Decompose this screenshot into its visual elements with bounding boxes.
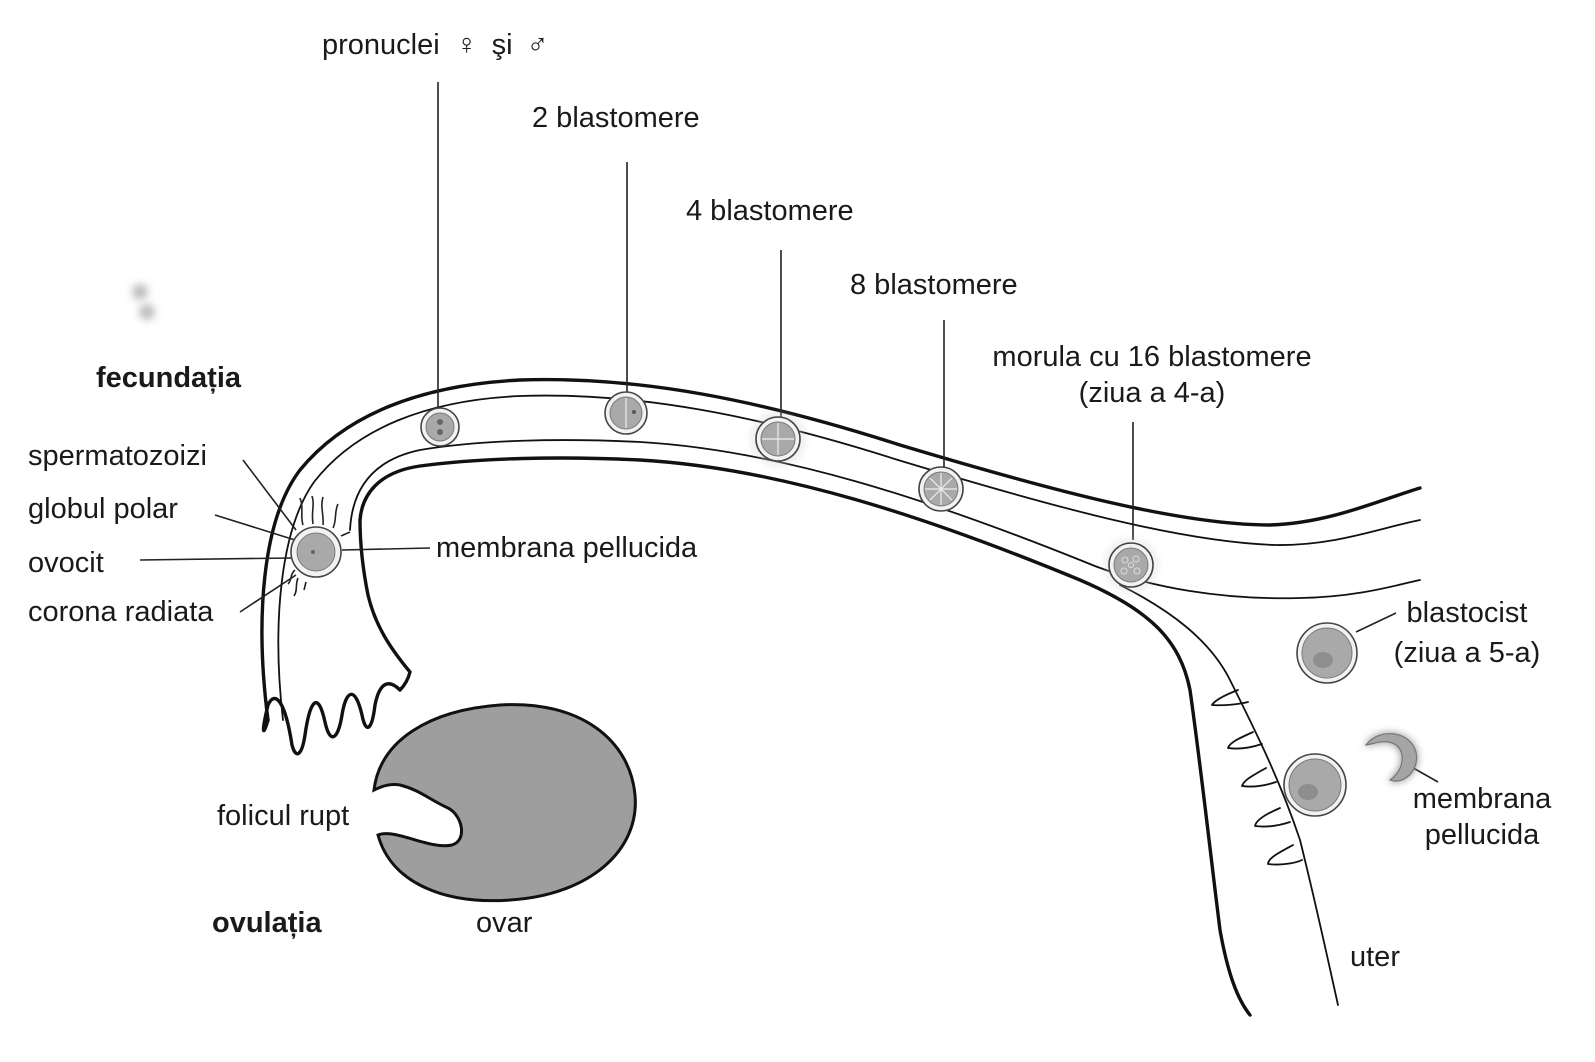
cell-implanting-blastocyst <box>1283 753 1347 817</box>
tube-inner-wall <box>358 456 1252 1017</box>
fallopian-tube <box>260 377 1422 1017</box>
label-spermatozoizi: spermatozoizi <box>28 440 207 472</box>
uterus-wall <box>1119 584 1339 1006</box>
label-globul-polar: globul polar <box>28 493 178 525</box>
cell-pronuclei <box>420 407 460 447</box>
ovary <box>372 703 637 903</box>
tube-outer-wall-inner <box>277 394 1421 721</box>
cell-8-blastomeres <box>918 466 964 512</box>
fimbriae <box>261 518 412 756</box>
leader-lines <box>139 82 1439 783</box>
shed-zona-pellucida <box>1364 732 1418 782</box>
label-4-blastomeres: 4 blastomere <box>686 195 854 227</box>
label-uter: uter <box>1350 941 1400 973</box>
label-ovar: ovar <box>476 907 533 939</box>
label-membrana-pellucida-left: membrana pellucida <box>436 532 698 564</box>
label-corona-radiata: corona radiata <box>28 596 214 628</box>
tube-outer-wall <box>260 377 1422 722</box>
label-8-blastomeres: 8 blastomere <box>850 269 1018 301</box>
label-ovulatia: ovulația <box>212 907 322 939</box>
label-morula-line1: morula cu 16 blastomere <box>992 341 1311 373</box>
cell-4-blastomeres <box>753 414 803 464</box>
tube-lumen-lower <box>349 439 1421 600</box>
oocyte <box>290 526 342 578</box>
label-folicul-rupt: folicul rupt <box>217 800 349 832</box>
cell-2-blastomeres <box>604 391 648 435</box>
label-morula-line2: (ziua a 4-a) <box>1079 377 1226 409</box>
label-fecundatia: fecundația <box>96 362 242 394</box>
cell-blastocyst <box>1296 622 1358 684</box>
uterine-glands <box>1211 689 1303 866</box>
cell-morula <box>1106 540 1156 590</box>
corona-radiata-sperm <box>287 495 351 597</box>
label-membrana-pellucida-right-line2: pellucida <box>1425 819 1540 851</box>
label-2-blastomeres: 2 blastomere <box>532 102 700 134</box>
label-ovocit: ovocit <box>28 547 104 579</box>
smudge <box>132 284 155 320</box>
label-blastocist-line2: (ziua a 5-a) <box>1394 637 1541 669</box>
label-pronuclei: pronuclei ♀ şi ♂ <box>322 29 548 61</box>
label-blastocist-line1: blastocist <box>1407 597 1528 629</box>
label-membrana-pellucida-right-line1: membrana <box>1413 783 1552 815</box>
